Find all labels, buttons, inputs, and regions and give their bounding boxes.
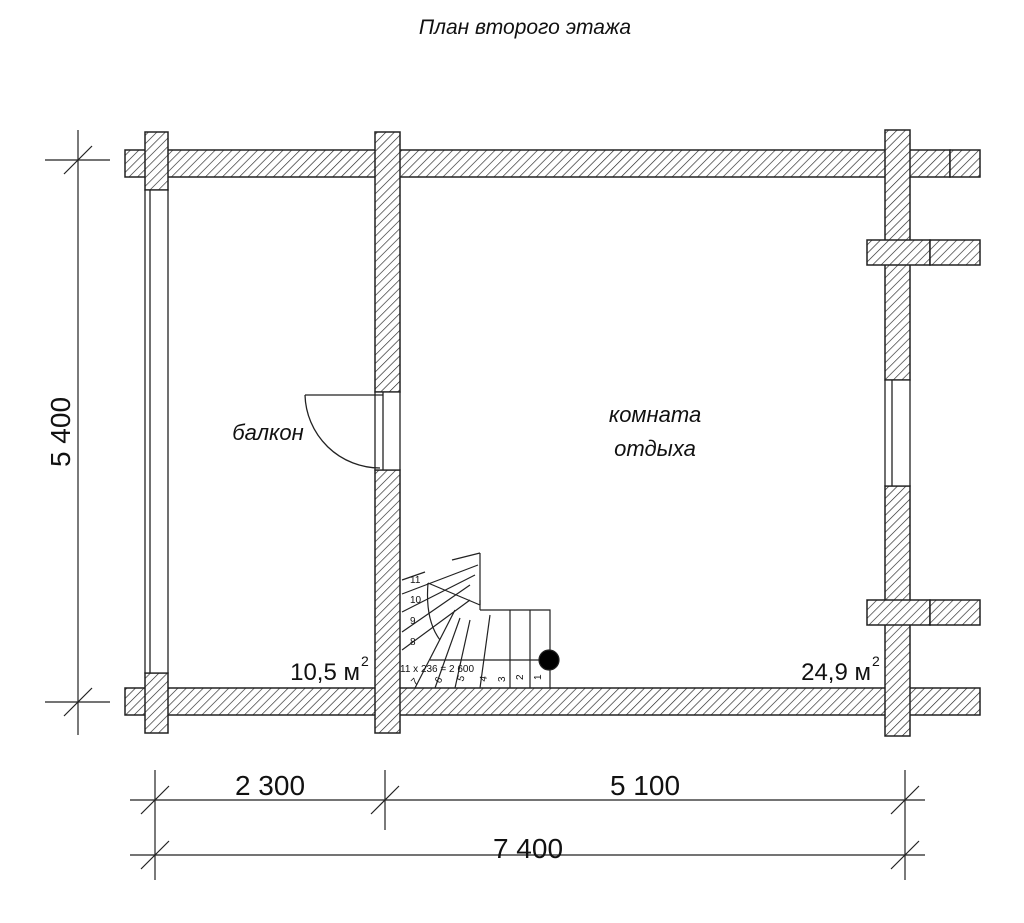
svg-text:5: 5 (455, 674, 467, 683)
area-lounge: 24,9 м (801, 659, 871, 686)
svg-text:9: 9 (410, 616, 416, 627)
post-top-left (144, 131, 169, 191)
svg-text:1: 1 (533, 674, 544, 680)
balcony-window (144, 189, 169, 674)
svg-text:3: 3 (497, 676, 508, 682)
dim-right-width: 5 100 (610, 770, 680, 801)
middle-wall-upper (374, 131, 401, 393)
post-bottom-left (144, 672, 169, 734)
stair-formula: 11 x 236 = 2 600 (400, 664, 474, 675)
svg-text:11: 11 (410, 575, 421, 586)
svg-text:4: 4 (478, 675, 490, 683)
top-wall (124, 149, 951, 178)
area-lounge-sup: 2 (872, 653, 880, 669)
dimension-lines (45, 130, 925, 880)
area-balcony: 10,5 м (290, 659, 360, 686)
staircase (401, 552, 560, 689)
plan-title: План второго этажа (419, 16, 631, 39)
dim-left-width: 2 300 (235, 770, 305, 801)
door-opening (304, 391, 401, 471)
stair-step-numbers: 1 2 3 4 5 6 7 8 9 10 11 11 x 236 = 2 600 (400, 575, 544, 688)
svg-text:2: 2 (515, 674, 526, 680)
right-crosswall-1 (866, 239, 931, 266)
svg-text:6: 6 (433, 675, 446, 686)
walls (124, 129, 981, 737)
svg-text:8: 8 (410, 637, 416, 648)
top-wall-end (949, 149, 981, 178)
room-name-line2: отдыха (614, 436, 696, 461)
room-name-balcony: балкон (232, 420, 304, 445)
dim-height: 5 400 (45, 397, 76, 467)
area-balcony-sup: 2 (361, 653, 369, 669)
room-name-line1: комната (609, 402, 701, 427)
right-crosswall-2 (866, 599, 931, 626)
middle-wall-lower (374, 469, 401, 734)
bottom-wall (124, 687, 981, 716)
dim-total-width: 7 400 (493, 833, 563, 864)
right-window (884, 379, 911, 487)
svg-text:10: 10 (410, 595, 422, 606)
